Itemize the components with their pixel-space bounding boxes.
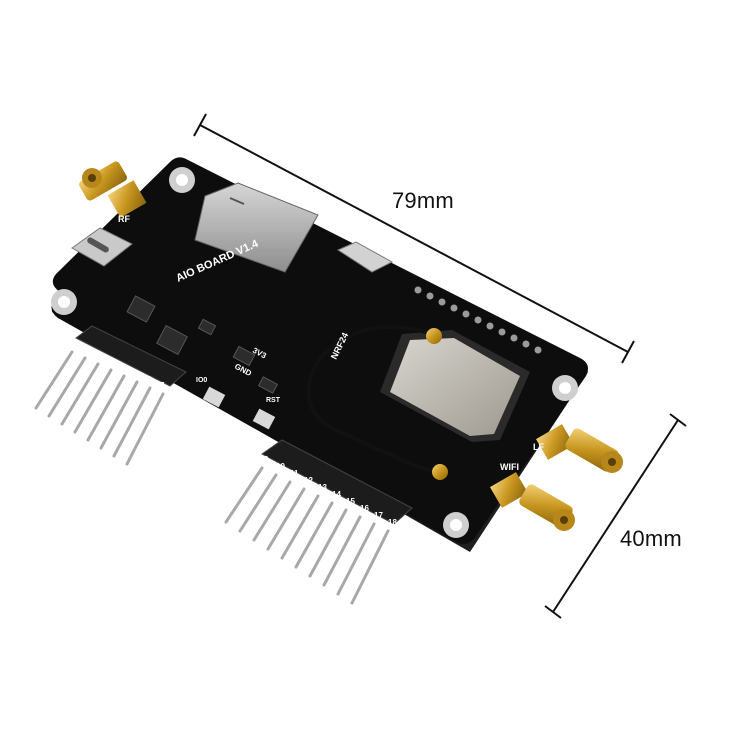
ufl-connector-bottom bbox=[432, 464, 448, 480]
svg-text:5: 5 bbox=[134, 369, 139, 378]
svg-text:RF: RF bbox=[118, 214, 130, 224]
svg-text:12: 12 bbox=[304, 476, 313, 485]
svg-text:11: 11 bbox=[290, 469, 299, 478]
svg-text:3: 3 bbox=[108, 357, 113, 366]
svg-text:4: 4 bbox=[121, 363, 126, 372]
svg-text:18: 18 bbox=[388, 518, 397, 527]
sd-card-slot bbox=[194, 182, 319, 273]
svg-text:6: 6 bbox=[147, 375, 152, 384]
svg-text:9: 9 bbox=[264, 455, 269, 464]
usb-c-opening bbox=[87, 237, 109, 253]
sma-connector-rf bbox=[79, 161, 147, 218]
length-dimension-label: 79mm bbox=[392, 188, 454, 213]
tactile-buttons bbox=[202, 386, 276, 430]
esp32-pin-pads bbox=[414, 286, 542, 354]
pcb bbox=[51, 157, 588, 544]
sma-connector-lf bbox=[536, 424, 623, 473]
ufl-connector-top bbox=[426, 328, 442, 344]
width-dimension-line bbox=[544, 413, 687, 619]
svg-text:14: 14 bbox=[332, 490, 341, 499]
smd-components bbox=[126, 295, 279, 394]
svg-text:8: 8 bbox=[173, 387, 178, 396]
svg-text:WIFI: WIFI bbox=[500, 462, 519, 472]
sd-card-detail bbox=[229, 197, 245, 205]
pin-numbers-right: 9 10 11 12 13 14 15 16 17 18 bbox=[264, 455, 397, 527]
svg-text:17: 17 bbox=[374, 511, 383, 520]
right-pin-header bbox=[261, 439, 413, 525]
svg-text:13: 13 bbox=[318, 483, 327, 492]
sma-connector-wifi bbox=[490, 472, 575, 531]
mounting-holes bbox=[51, 167, 578, 538]
width-dimension-label: 40mm bbox=[620, 526, 682, 551]
rf-module-can bbox=[390, 338, 520, 436]
left-pin-header bbox=[75, 325, 187, 387]
svg-text:LF: LF bbox=[533, 442, 544, 452]
svg-text:1: 1 bbox=[82, 345, 87, 354]
svg-text:2: 2 bbox=[95, 351, 100, 360]
pin-numbers-left: 1 2 3 4 5 6 7 8 bbox=[82, 345, 178, 396]
svg-text:IO0: IO0 bbox=[196, 377, 207, 384]
svg-text:15: 15 bbox=[346, 497, 355, 506]
svg-text:RST: RST bbox=[266, 397, 281, 404]
button-labels: IO0 RST bbox=[196, 377, 281, 404]
slide-switch bbox=[336, 241, 394, 273]
length-dimension-line bbox=[193, 113, 635, 364]
svg-text:10: 10 bbox=[276, 462, 285, 471]
svg-text:16: 16 bbox=[360, 504, 369, 513]
right-header-pins bbox=[224, 466, 390, 605]
left-header-pins bbox=[34, 350, 165, 466]
svg-text:7: 7 bbox=[160, 381, 165, 390]
antenna-cable bbox=[306, 325, 441, 474]
